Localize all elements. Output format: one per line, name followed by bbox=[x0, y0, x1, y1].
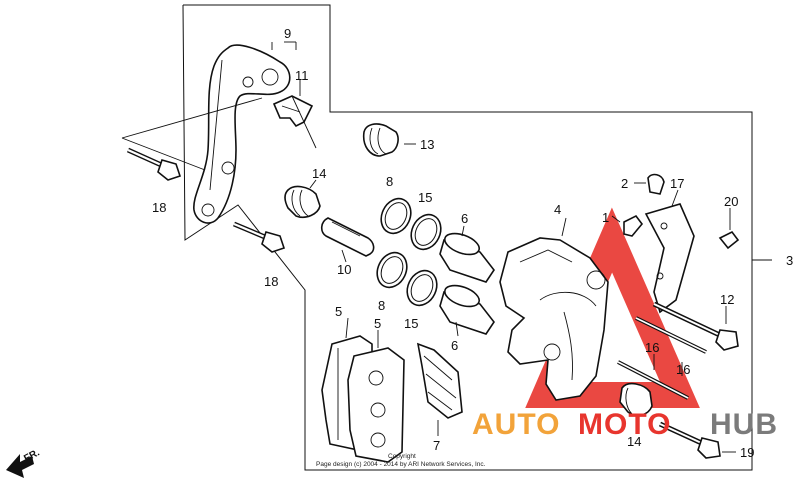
pad-retainer bbox=[416, 342, 463, 419]
callout-5-left: 5 bbox=[335, 304, 342, 319]
callout-3: 3 bbox=[786, 253, 793, 268]
bolt-19 bbox=[658, 421, 721, 459]
pad-pins bbox=[617, 301, 739, 400]
bracket-bolt-lower bbox=[233, 221, 286, 253]
arrow-icon bbox=[6, 454, 34, 478]
brake-pads bbox=[321, 335, 405, 463]
callout-11: 11 bbox=[295, 68, 309, 83]
callout-8-lower: 8 bbox=[378, 298, 385, 313]
callout-13: 13 bbox=[420, 137, 434, 152]
bracket-bolt-upper bbox=[126, 147, 182, 181]
callout-16-right: 16 bbox=[676, 362, 690, 377]
piston-seals bbox=[376, 197, 442, 307]
callout-leaders bbox=[271, 41, 736, 453]
callout-9: 9 bbox=[284, 26, 291, 41]
callout-18-upper: 18 bbox=[152, 200, 166, 215]
retainer-clip bbox=[272, 95, 314, 128]
front-label: FR. bbox=[22, 447, 42, 464]
watermark-moto: MOTO bbox=[578, 408, 671, 441]
pistons bbox=[439, 232, 495, 335]
callout-4: 4 bbox=[554, 202, 561, 217]
copyright-block: Copyright Page design (c) 2004 - 2014 by… bbox=[316, 453, 486, 468]
watermark-hub: HUB bbox=[710, 408, 778, 441]
callout-6-lower: 6 bbox=[451, 338, 458, 353]
callout-20: 20 bbox=[724, 194, 738, 209]
copyright-title: Copyright bbox=[388, 453, 416, 460]
pin-boot-14-lower bbox=[619, 382, 653, 417]
callout-17: 17 bbox=[670, 176, 684, 191]
pin-boot-14-upper bbox=[284, 185, 321, 219]
callout-7: 7 bbox=[433, 438, 440, 453]
pin-boot-13 bbox=[362, 123, 399, 157]
callout-12: 12 bbox=[720, 292, 734, 307]
slide-pin bbox=[320, 217, 375, 257]
leader-lines bbox=[121, 97, 263, 171]
caliper-body bbox=[499, 237, 609, 401]
callout-14-upper: 14 bbox=[312, 166, 326, 181]
callout-16-left: 16 bbox=[645, 340, 659, 355]
callout-15-lower: 15 bbox=[404, 316, 418, 331]
callout-numbers: 9 11 13 14 18 18 8 15 6 10 8 15 6 4 1 2 … bbox=[152, 26, 793, 460]
bleeder-valve bbox=[623, 173, 665, 237]
callout-18-lower: 18 bbox=[264, 274, 278, 289]
callout-15-upper: 15 bbox=[418, 190, 432, 205]
callout-2: 2 bbox=[621, 176, 628, 191]
callout-10: 10 bbox=[337, 262, 351, 277]
callout-5-right: 5 bbox=[374, 316, 381, 331]
pad-spring bbox=[644, 203, 695, 314]
watermark-logo: AUTO MOTO HUB bbox=[472, 408, 778, 441]
caliper-bracket bbox=[193, 44, 291, 224]
callout-14-lower: 14 bbox=[627, 434, 641, 449]
watermark-auto: AUTO bbox=[472, 408, 560, 441]
copyright-line: Page design (c) 2004 - 2014 by ARI Netwo… bbox=[316, 461, 486, 468]
callout-8-upper: 8 bbox=[386, 174, 393, 189]
screw-20 bbox=[718, 230, 740, 250]
callout-19: 19 bbox=[740, 445, 754, 460]
callout-1: 1 bbox=[602, 210, 609, 225]
callout-6-upper: 6 bbox=[461, 211, 468, 226]
front-arrow: FR. bbox=[6, 447, 42, 478]
